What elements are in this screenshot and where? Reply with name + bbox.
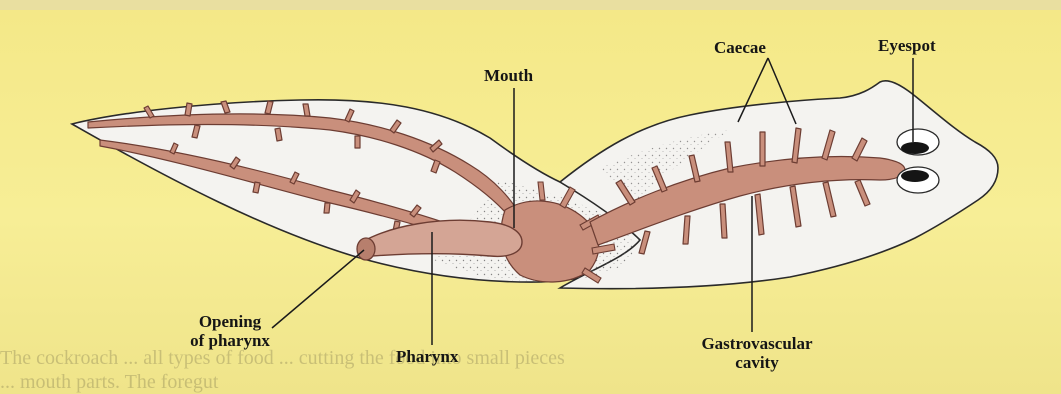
label-pharynx: Pharynx [396, 347, 458, 366]
label-gastrovascular-cavity: Gastrovascular cavity [672, 334, 842, 372]
eyespot-lower-pigment [901, 170, 929, 182]
label-eyespot: Eyespot [878, 36, 936, 55]
eyespot-upper-pigment [901, 142, 929, 154]
label-gastrovascular-cavity-line-2: cavity [672, 353, 842, 372]
label-gastrovascular-cavity-line-1: Gastrovascular [672, 334, 842, 353]
label-opening-of-pharynx-line-2: of pharynx [160, 331, 300, 350]
pharynx-opening [357, 238, 375, 260]
label-opening-of-pharynx-line-1: Opening [160, 312, 300, 331]
lower-branch-twig [324, 203, 330, 213]
upper-branch-twig [355, 136, 360, 148]
label-caecae: Caecae [714, 38, 766, 57]
caeca [760, 132, 765, 166]
label-mouth: Mouth [484, 66, 533, 85]
label-opening-of-pharynx: Opening of pharynx [160, 312, 300, 350]
